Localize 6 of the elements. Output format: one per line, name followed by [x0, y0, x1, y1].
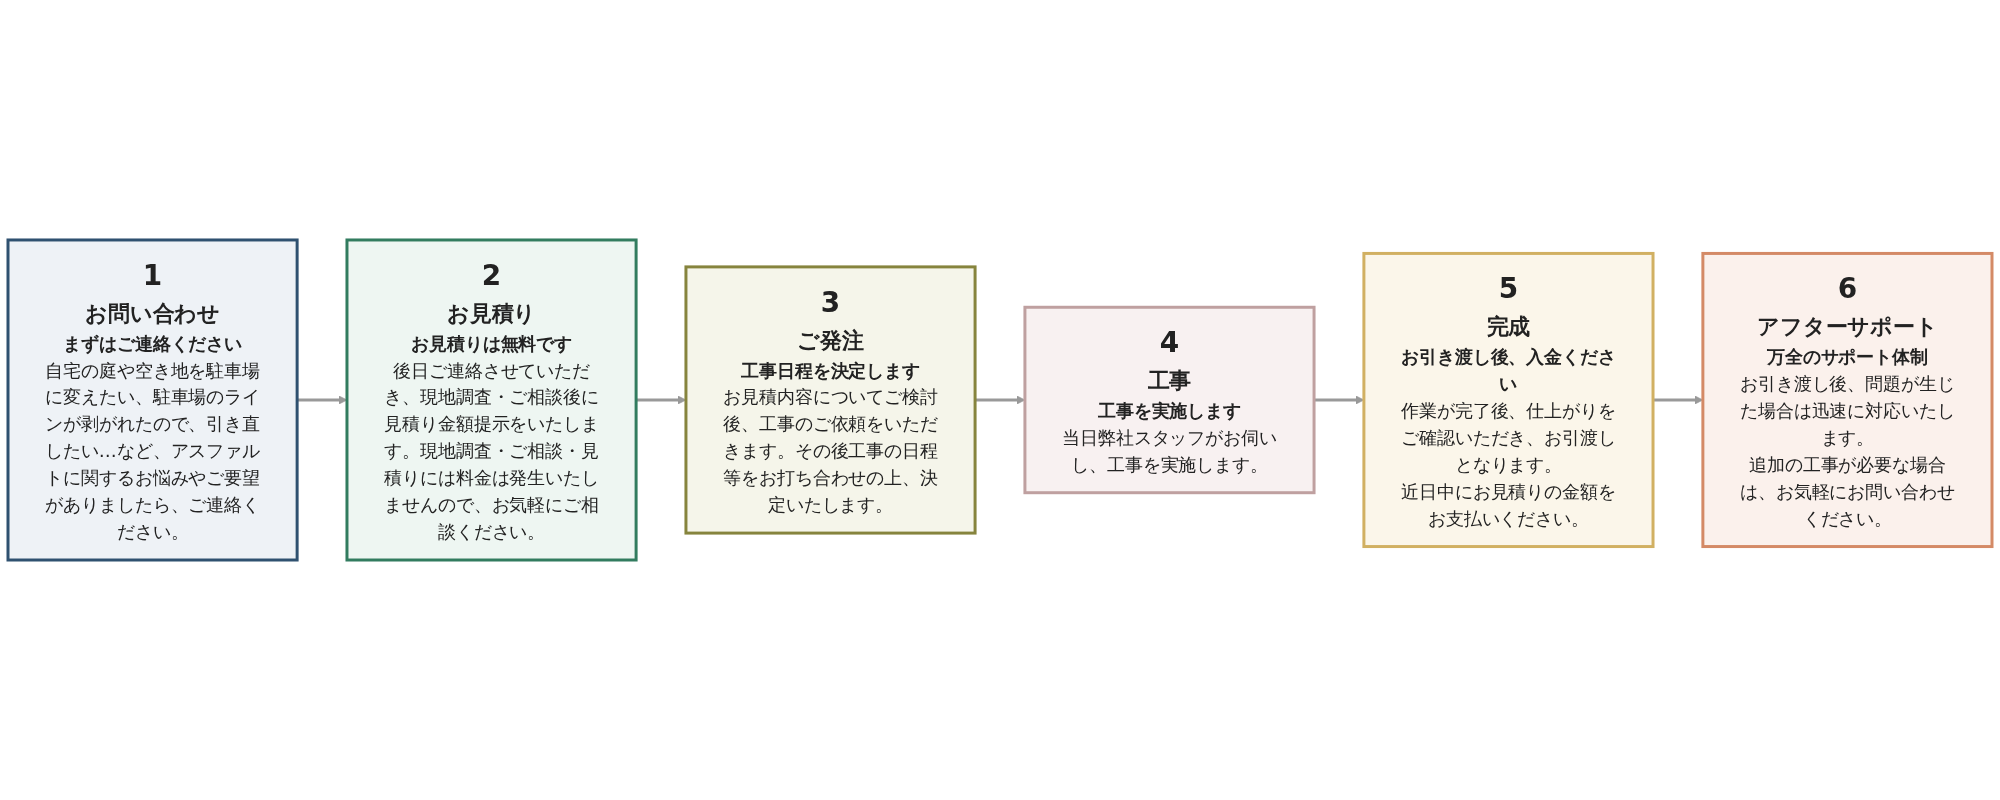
node-box: 6 アフターサポート 万全のサポート体制 お引き渡し後、問題が生じた場合は迅速に対応いたします。 追加の工事が必要な場合は、お気軽にお問い合わせください。 — [1701, 251, 1994, 549]
node-box: 2 お見積り お見積りは無料です 後日ご連絡させていただき、現地調査・ご相談後に見積り金額提示をいたします。現地調査・ご相談・見積りには料金は発生いたしませんので、お気軽にご相談ください。 — [345, 238, 638, 562]
node-box: 3 ご発注 工事日程を決定します お見積内容についてご検討後、工事のご依頼をいただきます。その後工事の日程等をお打ち合わせの上、決定いたします。 — [684, 265, 977, 535]
node-box: 4 工事 工事を実施します 当日弊社スタッフがお伺いし、工事を実施します。 — [1023, 305, 1316, 495]
node-box: 1 お問い合わせ まずはご連絡ください 自宅の庭や空き地を駐車場に変えたい、駐車場のラインが剥がれたので、引き直したい…など、アスファルトに関するお悩みやご要望がありましたら、ご連絡ください。 — [6, 238, 299, 562]
node-box: 5 完成 お引き渡し後、入金ください 作業が完了後、仕上がりをご確認いただき、お引渡しとなります。 近日中にお見積りの金額をお支払いください。 — [1362, 251, 1655, 549]
